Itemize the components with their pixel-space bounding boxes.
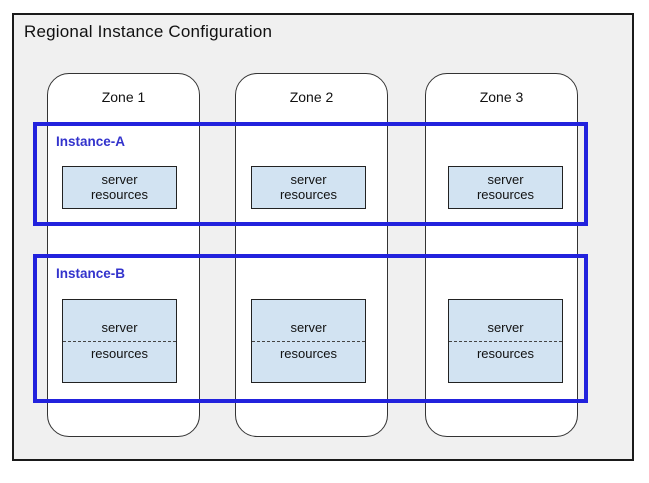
- zone-2-label: Zone 2: [289, 89, 334, 105]
- server-resources-lower-half: resources: [449, 342, 562, 382]
- server-resources-line1: server: [290, 172, 327, 187]
- server-resources-line2: resources: [90, 346, 149, 361]
- instance-b-label: Instance-B: [56, 266, 126, 281]
- server-resources-line1: server: [487, 172, 524, 187]
- instance-a-label: Instance-A: [56, 134, 126, 149]
- server-resources-line1: server: [101, 319, 138, 335]
- server-resources-lower-half: resources: [63, 342, 176, 382]
- zone-3-label: Zone 3: [479, 89, 524, 105]
- diagram-title: Regional Instance Configuration: [24, 22, 273, 41]
- server-resources-box: server resources: [62, 166, 177, 209]
- server-resources-upper-half: server: [252, 300, 365, 342]
- zone-1-label: Zone 1: [101, 89, 146, 105]
- server-resources-line2: resources: [476, 186, 535, 202]
- server-resources-box: server resources: [251, 166, 366, 209]
- server-resources-line2: resources: [476, 346, 535, 361]
- server-resources-line2: resources: [279, 186, 338, 202]
- instance-a-boundary: Instance-A: [33, 122, 588, 226]
- server-resources-box-divided: server resources: [62, 299, 177, 383]
- server-resources-upper-half: server: [63, 300, 176, 342]
- server-resources-line1: server: [487, 319, 524, 335]
- server-resources-line2: resources: [279, 346, 338, 361]
- server-resources-lower-half: resources: [252, 342, 365, 382]
- server-resources-box: server resources: [448, 166, 563, 209]
- instance-b-boundary: Instance-B: [33, 254, 588, 403]
- server-resources-line1: server: [290, 319, 327, 335]
- server-resources-box-divided: server resources: [251, 299, 366, 383]
- server-resources-line1: server: [101, 172, 138, 187]
- server-resources-upper-half: server: [449, 300, 562, 342]
- server-resources-box-divided: server resources: [448, 299, 563, 383]
- server-resources-line2: resources: [90, 186, 149, 202]
